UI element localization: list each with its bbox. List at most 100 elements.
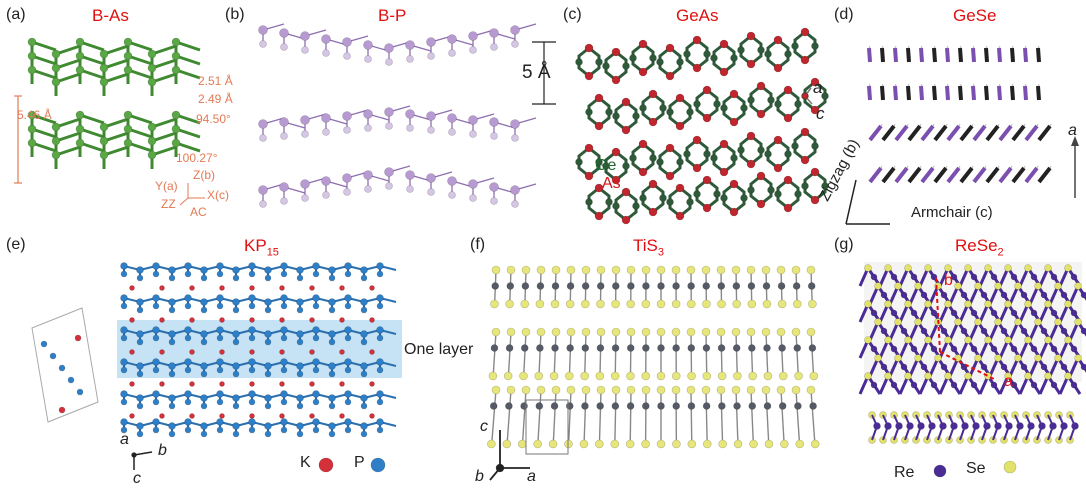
bas-atom (123, 110, 133, 120)
re-bond (1058, 425, 1065, 441)
gese-bond (998, 45, 1001, 49)
cell-p-atom (76, 388, 84, 396)
bp-atom (384, 107, 394, 117)
p-atom (184, 358, 192, 366)
ge-label: Ge (595, 157, 617, 174)
bas-structure (14, 37, 205, 206)
p-atom (168, 330, 176, 338)
ti-atom (596, 344, 605, 352)
gese-bond (933, 166, 948, 184)
p-atom (120, 334, 128, 342)
as-atom (702, 85, 712, 95)
bp-atom (301, 130, 309, 138)
p-atom (200, 394, 208, 402)
ti-atom (489, 402, 498, 410)
tis-bond (552, 389, 557, 449)
p-atom (232, 422, 240, 430)
gese-bond (1036, 123, 1039, 127)
p-atom (296, 362, 304, 370)
re-bond (904, 414, 911, 427)
re-atom (910, 309, 918, 317)
k-atom (249, 317, 255, 323)
as-atom (621, 215, 631, 225)
se-atom (924, 372, 932, 380)
s-atom (566, 385, 576, 395)
p-atom (360, 394, 368, 402)
p-atom (280, 426, 288, 434)
se-atom (984, 300, 992, 308)
bp-atom (468, 179, 478, 189)
gese-bond (881, 124, 896, 142)
p-atom (248, 262, 256, 270)
gese-bond (1024, 166, 1039, 184)
gese-bond (958, 165, 961, 169)
p-atom (312, 390, 320, 398)
rese2-structure (858, 262, 1086, 478)
as-atom (783, 203, 793, 213)
ti-atom (717, 282, 726, 290)
gese-bond (945, 123, 948, 127)
axis-a-arrowhead (1071, 136, 1079, 146)
gese-bond (985, 124, 1000, 142)
as-atom (594, 121, 604, 131)
p-atom (200, 370, 208, 378)
p-atom (184, 262, 192, 270)
title-f-sub: 3 (657, 246, 664, 259)
bond-angle-1: 94.50° (196, 112, 231, 126)
ge-atom (632, 202, 640, 210)
k-atom (159, 317, 165, 323)
ti-atom (611, 344, 620, 352)
gese-bond (893, 123, 896, 127)
as-atom (665, 71, 675, 81)
ge-atom (595, 58, 603, 66)
axis-a-label-e: a (120, 431, 129, 448)
gese-bond (959, 124, 974, 142)
p-atom (216, 398, 224, 406)
p-atom (248, 294, 256, 302)
p-atom (296, 430, 304, 438)
p-atom (120, 426, 128, 434)
re-atom (910, 345, 918, 353)
ge-atom (693, 100, 701, 108)
axis-c-label-e: c (133, 470, 141, 487)
ge-atom (602, 62, 610, 70)
s-atom (777, 299, 787, 309)
re-atom (940, 327, 948, 335)
gese-bond (985, 166, 1000, 184)
k-atom (279, 349, 285, 355)
panel-e: (e) KP15 One layer a b c K P (0, 236, 490, 492)
gese-bond (946, 166, 961, 184)
s-atom (506, 327, 516, 337)
se-atom (1004, 264, 1012, 272)
as-atom (692, 163, 702, 173)
s-atom (521, 385, 531, 395)
s-atom (595, 439, 604, 449)
s-atom (795, 439, 805, 449)
re-atom (980, 291, 988, 299)
tis-bond (795, 389, 801, 449)
ti-atom (641, 402, 650, 410)
p-atom (248, 358, 256, 366)
ti-atom (596, 282, 605, 290)
ti-atom (642, 282, 650, 290)
ge-atom (666, 108, 674, 116)
gese-bond (919, 47, 924, 63)
p-atom (328, 274, 336, 282)
gese-bond (894, 83, 897, 87)
p-atom (232, 330, 240, 338)
bas-atom (27, 65, 37, 75)
gese-bond (933, 83, 936, 87)
ge-atom (605, 108, 613, 116)
re-atom (1030, 309, 1038, 317)
bas-bond (175, 54, 201, 66)
p-atom (376, 302, 384, 310)
s-atom (687, 439, 697, 449)
se-atom (1054, 318, 1062, 326)
bp-atom (321, 34, 331, 44)
bas-atom (75, 37, 85, 47)
title-e-sub: 15 (266, 246, 279, 259)
as-atom (621, 97, 631, 107)
gese-bond (919, 123, 922, 127)
p-atom (200, 338, 208, 346)
p-atom (168, 274, 176, 282)
